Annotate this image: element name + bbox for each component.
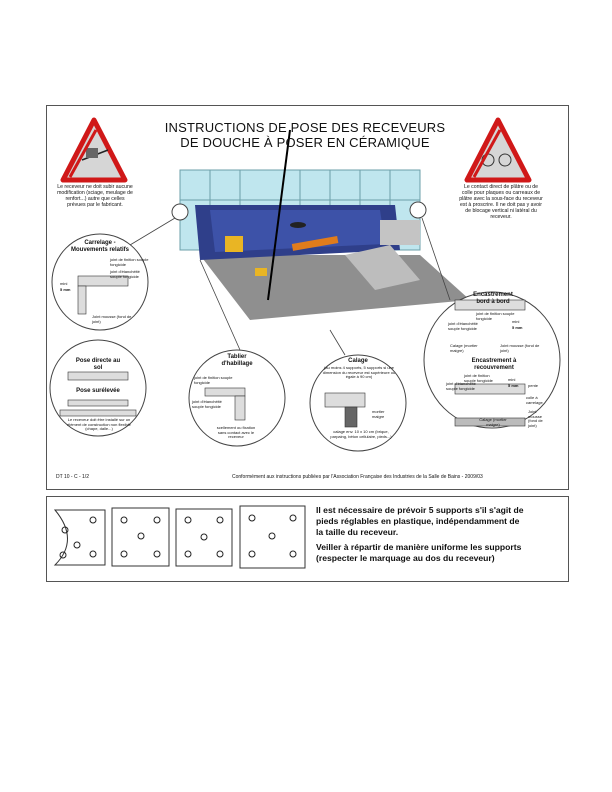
recouvrement-pente: pente: [528, 383, 539, 388]
encastrement-bord-mm: 5 mm: [512, 325, 523, 330]
tablier-scellement: scellement ou fixation sans contact avec…: [216, 425, 256, 440]
supports-line-4: Veiller à répartir de manière uniforme l…: [316, 542, 522, 552]
pose-surelevee-note: Le receveur doit être installé sur un él…: [67, 417, 131, 432]
recouvrement-mm: 5 mm: [508, 383, 519, 388]
tablier-title: Tablier d'habillage: [221, 354, 253, 367]
recouvrement-joint-mousse: Joint mousse (fond de joint): [528, 409, 543, 428]
recouvrement-colle: colle à carrelage: [526, 395, 543, 405]
encastrement-bord-title: Encastrement bord à bord: [473, 292, 513, 305]
recouvrement-calage: Calage (mortier maigre): [479, 417, 507, 427]
supports-line-3: la taille du receveur.: [316, 527, 399, 537]
right-warning-text: Le contact direct de plâtre ou de colle …: [459, 184, 543, 220]
supports-line-1: Il est nécessaire de prévoir 5 supports …: [316, 505, 524, 515]
encastrement-recouvrement-title: Encastrement à recouvrement: [471, 358, 517, 371]
tablier-joint-etancheite: joint d'étanchéité souple fongicide: [192, 399, 222, 409]
pose-directe-title: Pose directe au sol: [75, 358, 121, 371]
conformity-note: Conformément aux instructions publiées p…: [232, 474, 483, 480]
encastrement-bord-mini: mini: [512, 319, 520, 324]
title-line-1: INSTRUCTIONS DE POSE DES RECEVEURS: [164, 120, 446, 135]
document-ref: DT 10 - C - 1/2: [56, 474, 89, 480]
pose-surelevee-title: Pose surélevée: [76, 388, 120, 394]
calage-note: calage env. 10 x 10 cm (brique, parpaing…: [330, 429, 392, 439]
carrelage-joint-finition: joint de finition souple fongicide: [110, 257, 149, 267]
encastrement-bord-joint-finition: joint de finition souple fongicide: [476, 311, 515, 321]
support-layouts: [53, 505, 306, 569]
carrelage-joint-mousse: Joint mousse (fond de joint): [92, 314, 132, 324]
recouvrement-joint-finition: joint de finition souple fongicide: [464, 373, 493, 383]
supports-line-5: (respecter le marquage au dos du receveu…: [316, 553, 495, 563]
calage-title: Calage: [348, 358, 368, 364]
supports-instructions: Il est nécessaire de prévoir 5 supports …: [316, 505, 564, 564]
right-warning-icon: [464, 117, 532, 183]
left-warning-icon: [60, 117, 128, 183]
supports-line-2: pieds réglables en plastique, indépendam…: [316, 516, 520, 526]
recouvrement-mini: mini: [508, 377, 516, 382]
encastrement-bord-calage: Calage (mortier maigre): [450, 343, 478, 353]
title-line-2: DE DOUCHE À POSER EN CÉRAMIQUE: [180, 135, 430, 150]
carrelage-mini: mini: [60, 281, 68, 286]
encastrement-bord-joint-etancheite: joint d'étanchéité souple fongicide: [448, 321, 478, 331]
left-warning-text: Le receveur ne doit subir aucune modific…: [57, 184, 133, 208]
encastrement-bord-joint-mousse: Joint mousse (fond de joint): [500, 343, 540, 353]
carrelage-title: Carrelage - Mouvements relatifs: [70, 240, 130, 253]
calage-mortier: mortier maigre: [372, 409, 385, 419]
page-title: INSTRUCTIONS DE POSE DES RECEVEURS DE DO…: [160, 120, 450, 150]
carrelage-joint-etancheite: joint d'étanchéité souple fongicide: [110, 269, 140, 279]
shower-tray-scene: [179, 129, 470, 320]
calage-text: (au moins 4 supports, 5 supports si une …: [322, 365, 396, 380]
carrelage-mm: 5 mm: [60, 287, 71, 292]
recouvrement-joint-etancheite: joint d'étanchéité souple fongicide: [446, 381, 476, 391]
tablier-joint-finition: joint de finition souple fongicide: [194, 375, 233, 385]
